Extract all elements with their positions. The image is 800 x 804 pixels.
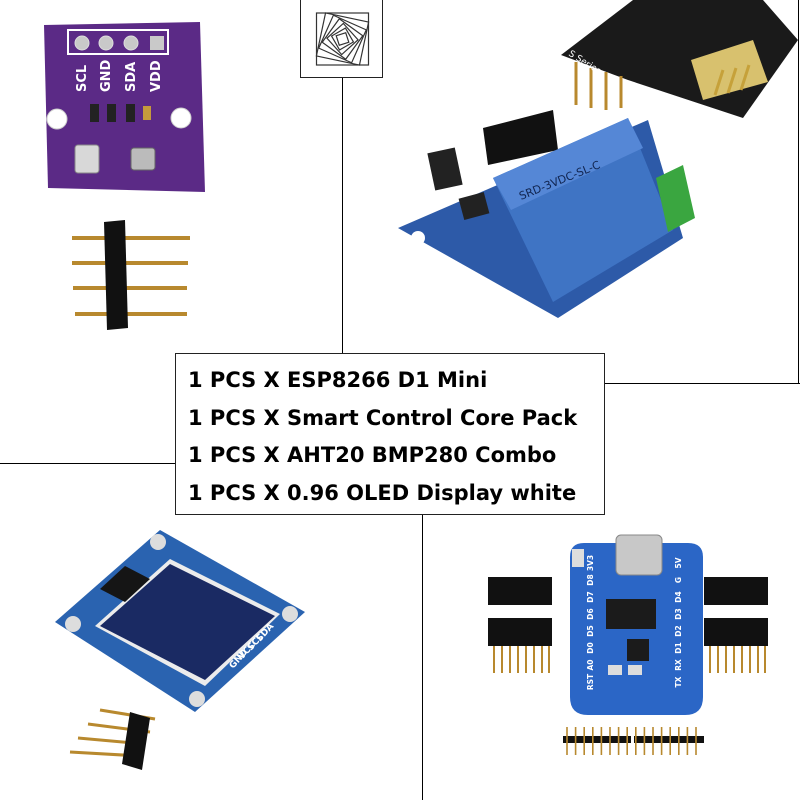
d1-mini-pin-label: D2 [674,625,683,636]
caption-box: 1 PCS X ESP8266 D1 Mini 1 PCS X Smart Co… [175,353,605,515]
divider-vertical-right-edge [798,0,799,384]
caption-line-4: 1 PCS X 0.96 OLED Display white [188,480,577,505]
d1-mini-pin-label: D1 [674,642,683,653]
spiral-squares-logo-icon [315,12,370,66]
relay-panel: S Series SRD-3VDC-SL-C [343,0,798,383]
logo [300,0,383,78]
oled-panel: GND VCC SCL SDA [0,464,422,800]
d1-mini-pin-label: D0 [586,642,595,653]
divider-horizontal-left [0,463,176,464]
divider-horizontal-right [605,383,800,384]
d1-mini-pin-label: D6 [586,608,595,619]
d1-mini-pin-label: RX [674,659,683,671]
divider-vertical-top [342,0,343,355]
caption-line-2: 1 PCS X Smart Control Core Pack [188,405,578,430]
header-pair-right [704,577,768,673]
loose-headers [563,727,704,755]
divider-vertical-bottom [422,514,423,800]
sensor-pin-label: SCL [75,65,90,92]
d1-mini-pin-label: D4 [674,591,683,602]
sensor-pin-label: GND [99,59,114,92]
d1-mini-pin-label: 5V [674,557,683,568]
d1-mini-pin-label: TX [674,676,683,687]
aht20-bmp280-board: SCL GND SDA VDD [44,22,205,192]
d1-mini-pin-label: A0 [586,659,595,670]
esp01-module: S Series [561,0,798,118]
d1-mini-pin-label: 3V3 [586,555,595,571]
d1-mini-pin-label: RST [586,673,595,690]
sensor-pin-label: VDD [149,60,164,92]
sensor-board-panel: SCL GND SDA VDD [0,0,342,463]
header-pair-left [488,577,552,673]
pin-header-4-oled [69,708,156,770]
d1-mini-pin-label: D8 [586,574,595,585]
d1-mini-pin-label: D5 [586,625,595,636]
caption-line-3: 1 PCS X AHT20 BMP280 Combo [188,443,557,467]
d1-mini-pin-label: D7 [586,591,595,602]
pin-header-4 [72,220,190,330]
caption-line-1: 1 PCS X ESP8266 D1 Mini [188,368,488,392]
d1-mini-pin-label: G [674,577,683,583]
sensor-pin-label: SDA [124,62,139,92]
relay-module: SRD-3VDC-SL-C [398,110,695,318]
oled-display-module: GND VCC SCL SDA [55,530,305,712]
d1-mini-pin-label: D3 [674,608,683,619]
